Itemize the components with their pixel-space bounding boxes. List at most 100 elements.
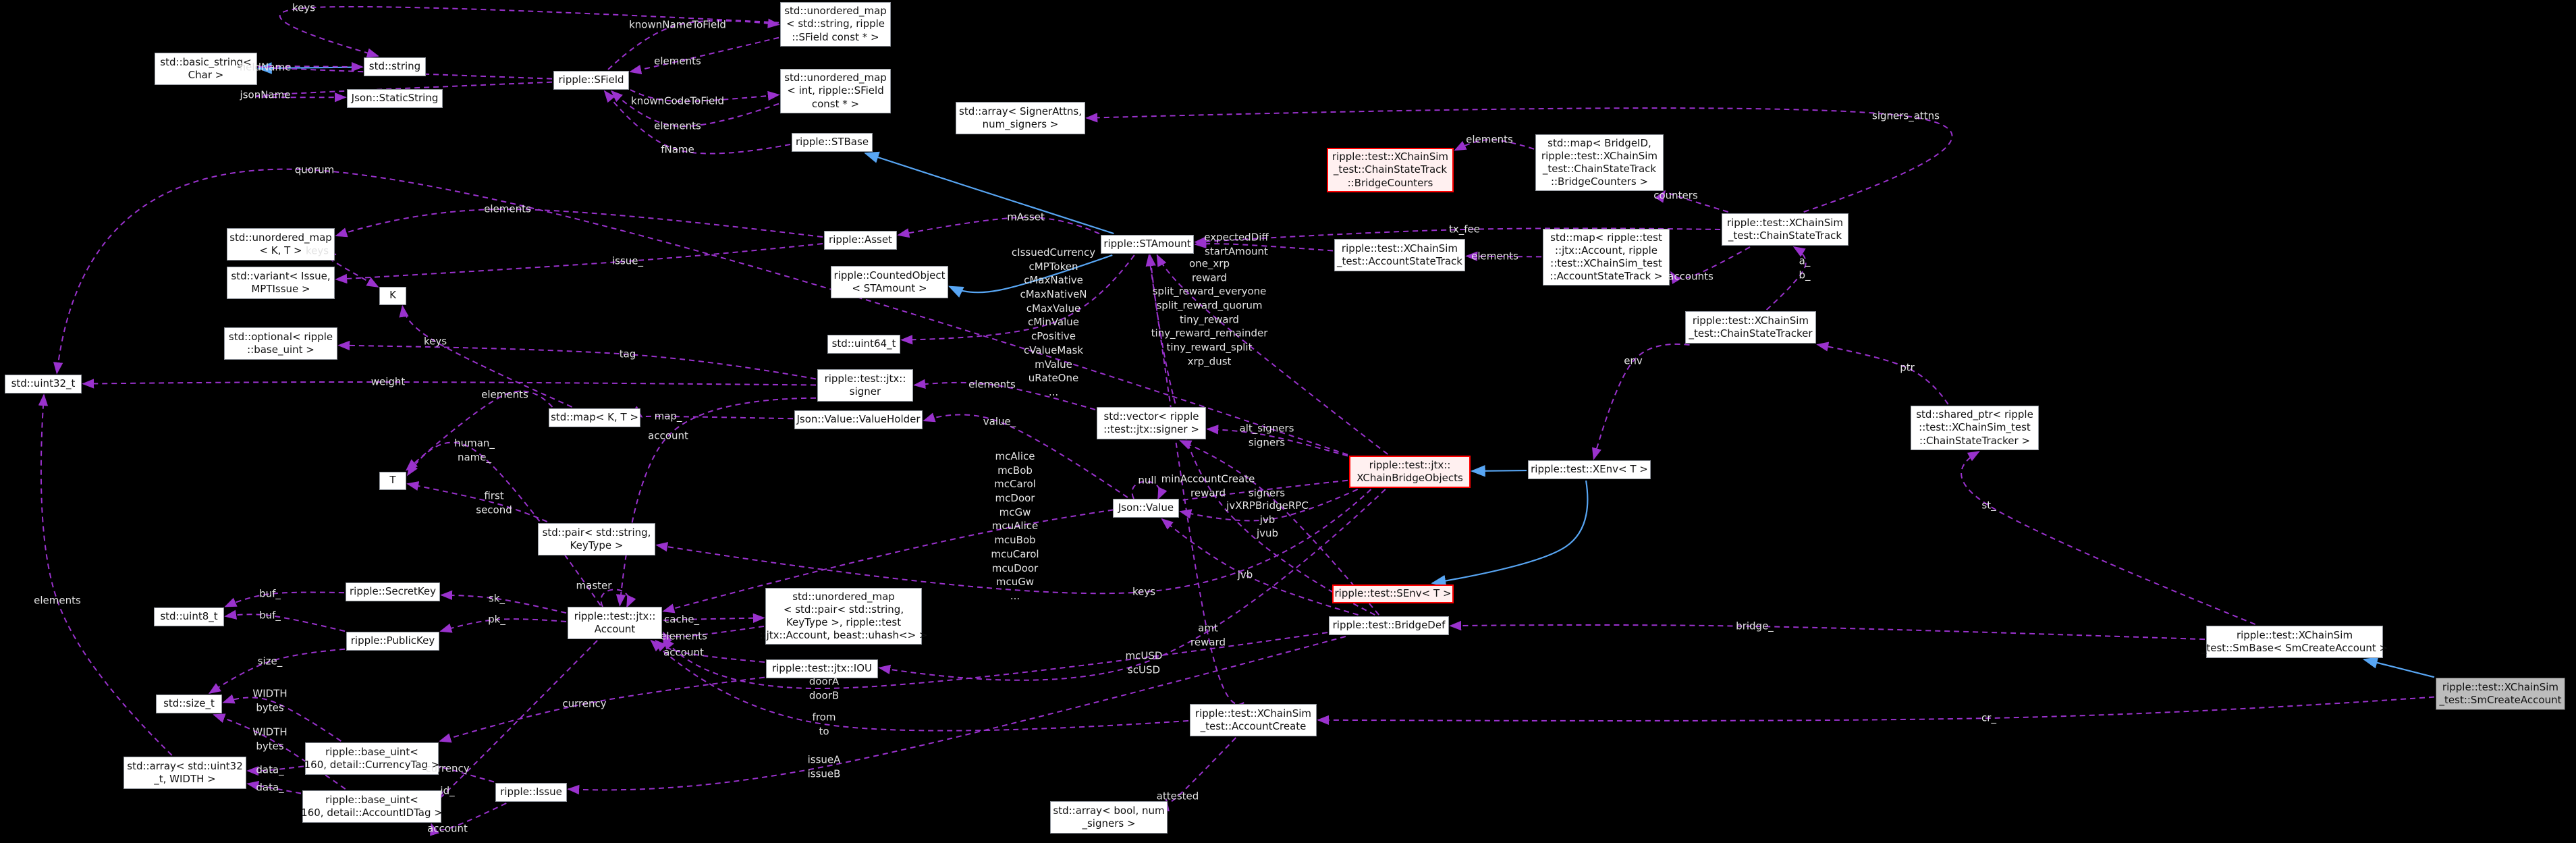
graph-node-tBox[interactable]: T xyxy=(379,471,406,490)
graph-node-variantIssue[interactable]: std::variant< Issue, MPTIssue > xyxy=(227,267,335,299)
graph-node-sizeT[interactable]: std::size_t xyxy=(156,695,222,713)
graph-node-stbase[interactable]: ripple::STBase xyxy=(792,133,873,152)
graph-node-smBase[interactable]: ripple::test::XChainSim _test::SmBase< S… xyxy=(2201,626,2388,658)
graph-node-baseUintAccountId[interactable]: ripple::base_uint< 160, detail::AccountI… xyxy=(301,790,443,823)
usage-edge xyxy=(603,90,791,155)
usage-edge xyxy=(662,632,1328,690)
graph-node-rippleIssue[interactable]: ripple::Issue xyxy=(495,783,567,802)
graph-node-arrBoolSigners[interactable]: std::array< bool, num _signers > xyxy=(1050,801,1168,834)
graph-node-secretKey[interactable]: ripple::SecretKey xyxy=(346,582,440,601)
usage-edge xyxy=(406,481,548,522)
graph-node-mapAcctState[interactable]: std::map< ripple::test ::jtx::Account, r… xyxy=(1543,229,1670,285)
graph-node-staticString[interactable]: Json::StaticString xyxy=(347,89,443,108)
graph-node-chainStateTracker[interactable]: ripple::test::XChainSim _test::ChainStat… xyxy=(1685,311,1816,344)
graph-node-mapBridgeId[interactable]: std::map< BridgeID, ripple::test::XChain… xyxy=(1535,134,1664,191)
usage-edge xyxy=(662,479,1348,614)
usage-edge xyxy=(1194,238,1334,252)
graph-node-chainStateTrack[interactable]: ripple::test::XChainSim _test::ChainStat… xyxy=(1722,213,1848,246)
inheritance-edge xyxy=(948,254,1113,298)
usage-edge xyxy=(1670,246,1751,284)
graph-node-stamount[interactable]: ripple::STAmount xyxy=(1101,235,1194,254)
usage-edge xyxy=(440,590,567,614)
usage-edge xyxy=(655,489,1372,595)
graph-node-umIntSField[interactable]: std::unordered_map < int, ripple::SField… xyxy=(780,69,891,113)
usage-edge xyxy=(607,18,780,70)
usage-edge xyxy=(222,694,341,742)
graph-node-xenvT[interactable]: ripple::test::XEnv< T > xyxy=(1528,460,1651,479)
usage-edge xyxy=(567,636,1346,795)
usage-edge xyxy=(900,254,1135,345)
graph-node-uint64[interactable]: std::uint64_t xyxy=(827,335,900,354)
graph-node-bridgeCountersRed[interactable]: ripple::test::XChainSim _test::ChainStat… xyxy=(1327,148,1454,192)
graph-node-publicKey[interactable]: ripple::PublicKey xyxy=(346,632,439,651)
usage-edge xyxy=(629,36,779,75)
graph-node-valueHolder[interactable]: Json::Value::ValueHolder xyxy=(794,410,923,429)
usage-edge xyxy=(1146,254,1375,616)
usage-edge xyxy=(923,412,1128,498)
usage-edge xyxy=(913,379,1096,410)
graph-node-bridgeDef[interactable]: ripple::test::BridgeDef xyxy=(1329,616,1449,635)
graph-node-asset[interactable]: ripple::Asset xyxy=(824,231,897,250)
usage-edge xyxy=(430,803,507,836)
graph-node-sfield[interactable]: ripple::SField xyxy=(553,71,629,90)
usage-edge xyxy=(878,489,1386,681)
inheritance-edge xyxy=(1431,480,1589,587)
graph-node-jtxIOU[interactable]: ripple::test::jtx::IOU xyxy=(766,659,878,678)
graph-node-countedObj[interactable]: ripple::CountedObject < STAmount > xyxy=(831,266,948,298)
graph-node-accountCreate[interactable]: ripple::test::XChainSim _test::AccountCr… xyxy=(1190,704,1317,736)
usage-edge xyxy=(1592,343,1690,460)
graph-node-arrUint32Width[interactable]: std::array< std::uint32 _t, WIDTH > xyxy=(124,757,246,789)
usage-edge xyxy=(663,613,765,623)
usage-edge xyxy=(663,625,765,645)
inheritance-edge xyxy=(2362,657,2435,678)
graph-node-baseUintCurrency[interactable]: ripple::base_uint< 160, detail::Currency… xyxy=(304,742,439,775)
graph-node-uint32[interactable]: std::uint32_t xyxy=(5,375,82,393)
graph-node-senvRed[interactable]: ripple::test::SEnv< T > xyxy=(1332,584,1454,603)
graph-node-arrSignerAttns[interactable]: std::array< SignerAttns, num_signers > xyxy=(956,102,1085,134)
graph-node-pairStrKeyType[interactable]: std::pair< std::string, KeyType > xyxy=(538,523,655,555)
usage-edge xyxy=(53,168,1348,456)
inheritance-edge xyxy=(864,151,1114,235)
graph-node-sharedPtrTracker[interactable]: std::shared_ptr< ripple ::test::XChainSi… xyxy=(1911,406,2039,450)
graph-node-stdString[interactable]: std::string xyxy=(364,57,426,76)
usage-edge xyxy=(335,208,823,238)
graph-node-umKT[interactable]: std::unordered_map < K, T > xyxy=(227,228,335,261)
graph-node-jtxSigner[interactable]: ripple::test::jtx:: signer xyxy=(817,369,913,402)
graph-node-xcbObjectsRed[interactable]: ripple::test::jtx:: XChainBridgeObjects xyxy=(1349,456,1471,488)
usage-edge xyxy=(439,676,765,743)
usage-edge xyxy=(897,216,1100,238)
graph-node-smCreateGray[interactable]: ripple::test::XChainSim _test::SmCreateA… xyxy=(2436,678,2565,710)
graph-node-mapKT2[interactable]: std::map< K, T > xyxy=(549,408,640,427)
usage-edge xyxy=(428,757,495,783)
usage-edge xyxy=(1161,518,1359,616)
graph-node-jsonValue[interactable]: Json::Value xyxy=(1113,499,1179,518)
graph-node-acctStateTrack[interactable]: ripple::test::XChainSim _test::AccountSt… xyxy=(1334,239,1465,271)
usage-edge xyxy=(1765,246,1807,310)
usage-edge xyxy=(650,639,1189,732)
usage-edge xyxy=(615,397,817,607)
usage-edge xyxy=(1454,138,1535,151)
graph-node-basicString[interactable]: std::basic_string< Char > xyxy=(155,53,257,85)
graph-node-umPairAccount[interactable]: std::unordered_map < std::pair< std::str… xyxy=(760,588,928,645)
usage-edge xyxy=(279,5,779,58)
graph-node-jtxAccount[interactable]: ripple::test::jtx:: Account xyxy=(568,607,662,639)
usage-edge xyxy=(439,618,567,633)
graph-node-vecSigner[interactable]: std::vector< ripple ::test::jtx::signer … xyxy=(1097,407,1206,439)
usage-edge xyxy=(1085,107,1953,213)
usage-edge xyxy=(255,81,553,103)
usage-edge xyxy=(630,89,780,103)
usage-edge xyxy=(246,780,302,794)
usage-edge xyxy=(1655,190,1729,213)
usage-edge xyxy=(1816,342,1949,405)
usage-edge xyxy=(1179,440,1379,616)
usage-edge xyxy=(257,61,553,80)
usage-edge xyxy=(208,648,346,694)
usage-edge xyxy=(405,390,553,471)
graph-node-kBox[interactable]: K xyxy=(379,286,406,305)
graph-node-optBaseUint[interactable]: std::optional< ripple ::base_uint > xyxy=(224,327,337,360)
graph-node-uint8[interactable]: std::uint8_t xyxy=(154,607,224,626)
usage-edge xyxy=(630,406,794,420)
graph-node-umStrSField[interactable]: std::unordered_map < std::string, ripple… xyxy=(780,2,891,47)
usage-edge xyxy=(224,591,345,607)
